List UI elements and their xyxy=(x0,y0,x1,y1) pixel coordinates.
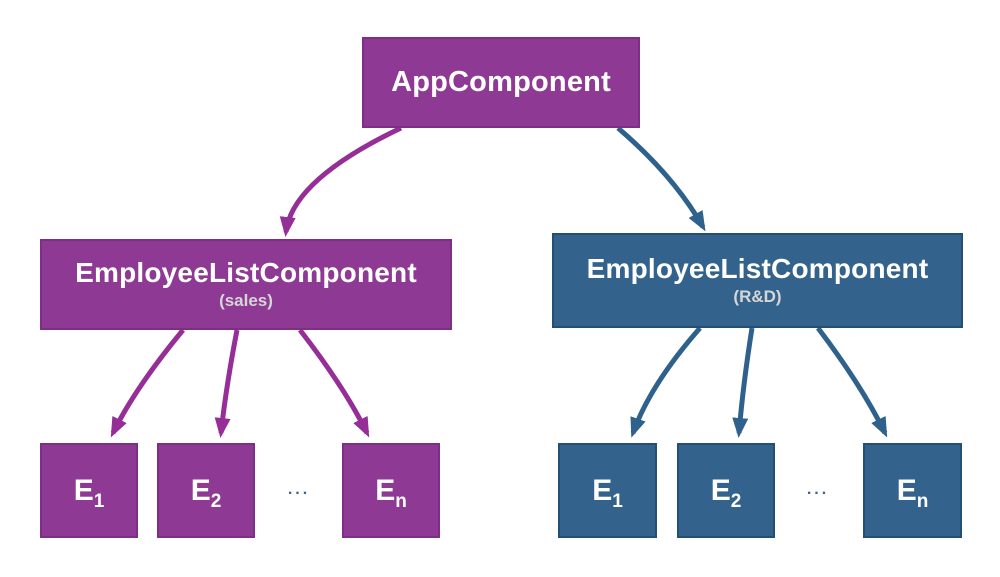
arrow-sales-to-en xyxy=(298,328,370,438)
sales-employee-box-e2: E2 xyxy=(157,443,255,538)
rnd-e1-label: E1 xyxy=(592,473,623,511)
e-subscript: n xyxy=(916,490,929,512)
rnd-employee-box-e2: E2 xyxy=(677,443,775,538)
e-base: E xyxy=(896,473,917,507)
rnd-ellipsis: ... xyxy=(806,481,830,498)
arrow-rnd-to-e2 xyxy=(732,327,755,438)
sales-e2-label: E2 xyxy=(190,473,222,511)
e-subscript: 1 xyxy=(612,490,623,512)
e-subscript: 2 xyxy=(730,490,742,512)
rnd-en-label: En xyxy=(896,473,929,511)
e-subscript: 1 xyxy=(93,490,105,512)
rnd-e2-label: E2 xyxy=(710,473,742,511)
arrow-rnd-to-en xyxy=(816,326,888,438)
arrow-root-to-rnd xyxy=(616,126,706,232)
rnd-employee-box-e1: E1 xyxy=(558,443,657,538)
employee-list-sales-subtitle: (sales) xyxy=(219,290,273,310)
app-component-box: AppComponent xyxy=(362,37,640,128)
employee-list-rnd-subtitle: (R&D) xyxy=(733,286,782,306)
employee-list-rnd-box: EmployeeListComponent (R&D) xyxy=(552,233,963,328)
e-base: E xyxy=(710,473,731,507)
e-subscript: n xyxy=(395,490,407,512)
sales-employee-box-en: En xyxy=(342,443,440,538)
e-base: E xyxy=(375,473,396,507)
app-component-label: AppComponent xyxy=(391,65,611,98)
rnd-employee-box-en: En xyxy=(863,443,962,538)
e-subscript: 2 xyxy=(210,490,222,512)
e-base: E xyxy=(190,473,211,507)
arrow-rnd-to-e1 xyxy=(630,326,702,438)
e-base: E xyxy=(73,473,94,507)
sales-en-label: En xyxy=(375,473,407,511)
arrow-sales-to-e1 xyxy=(110,328,185,438)
employee-list-rnd-title: EmployeeListComponent xyxy=(586,253,929,285)
employee-list-sales-title: EmployeeListComponent xyxy=(75,257,417,289)
arrow-root-to-sales xyxy=(279,125,403,237)
arrow-sales-to-e2 xyxy=(214,329,240,438)
employee-list-sales-box: EmployeeListComponent (sales) xyxy=(40,239,452,330)
sales-ellipsis: ... xyxy=(287,481,311,498)
sales-employee-box-e1: E1 xyxy=(40,443,138,538)
e-base: E xyxy=(592,473,613,507)
sales-e1-label: E1 xyxy=(73,473,105,511)
